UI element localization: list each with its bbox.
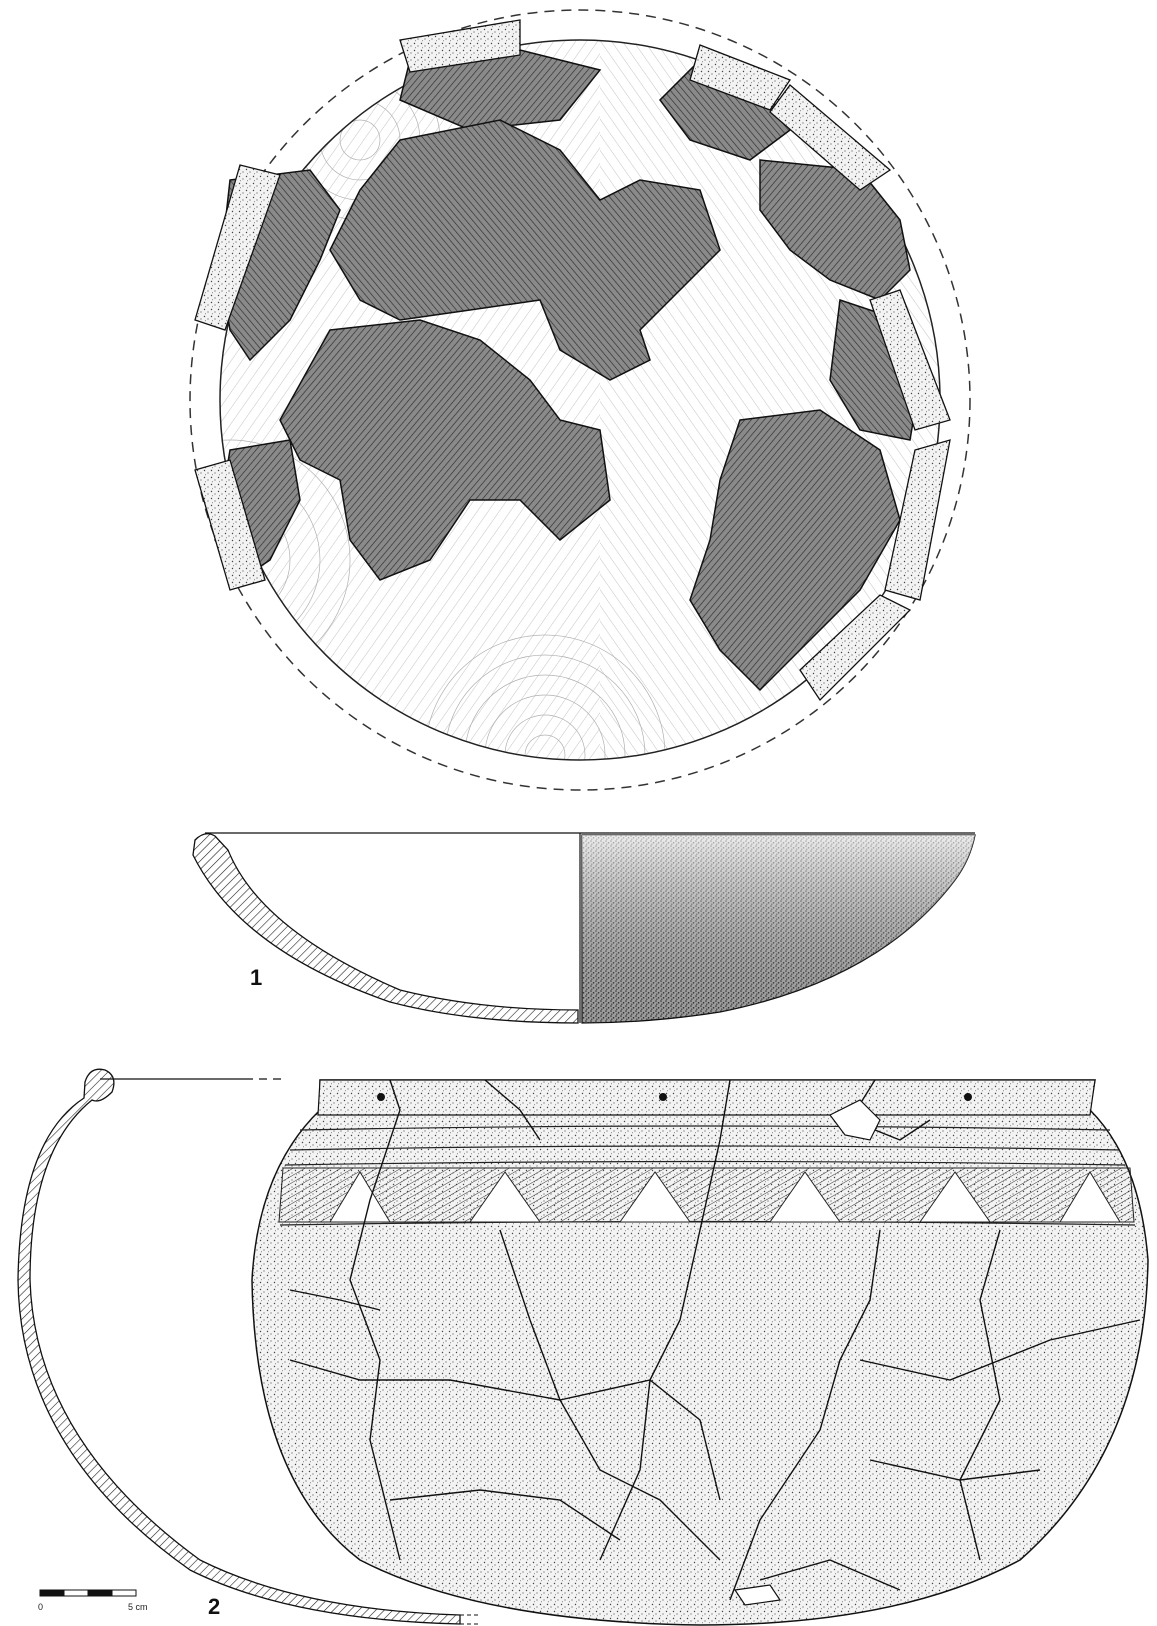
damage-hole bbox=[829, 1099, 881, 1141]
figure-number-2: 2 bbox=[208, 1594, 220, 1619]
section-profile-2 bbox=[17, 1068, 461, 1625]
vessel-1-profile: 1 bbox=[192, 832, 976, 1024]
scale-bar: 0 5 cm bbox=[38, 1589, 148, 1612]
vessel-1-top-view bbox=[189, 9, 971, 791]
rim-fragments bbox=[194, 19, 951, 702]
preserved-sherds bbox=[214, 49, 921, 692]
fracture-lines bbox=[289, 1079, 1141, 1601]
figure-number-1: 1 bbox=[250, 965, 262, 990]
scale-end-label: 5 cm bbox=[128, 1602, 148, 1612]
damage-hole bbox=[733, 1584, 782, 1606]
decorated-band bbox=[278, 1167, 1135, 1223]
scale-start-label: 0 bbox=[38, 1602, 43, 1612]
rim-band bbox=[317, 1079, 1096, 1116]
vessel-2: 2 bbox=[17, 1068, 1149, 1626]
triangle-motifs bbox=[329, 1171, 1121, 1223]
reconstruction-outline bbox=[189, 9, 971, 791]
section-profile bbox=[192, 833, 579, 1024]
suspension-holes bbox=[377, 1093, 972, 1101]
